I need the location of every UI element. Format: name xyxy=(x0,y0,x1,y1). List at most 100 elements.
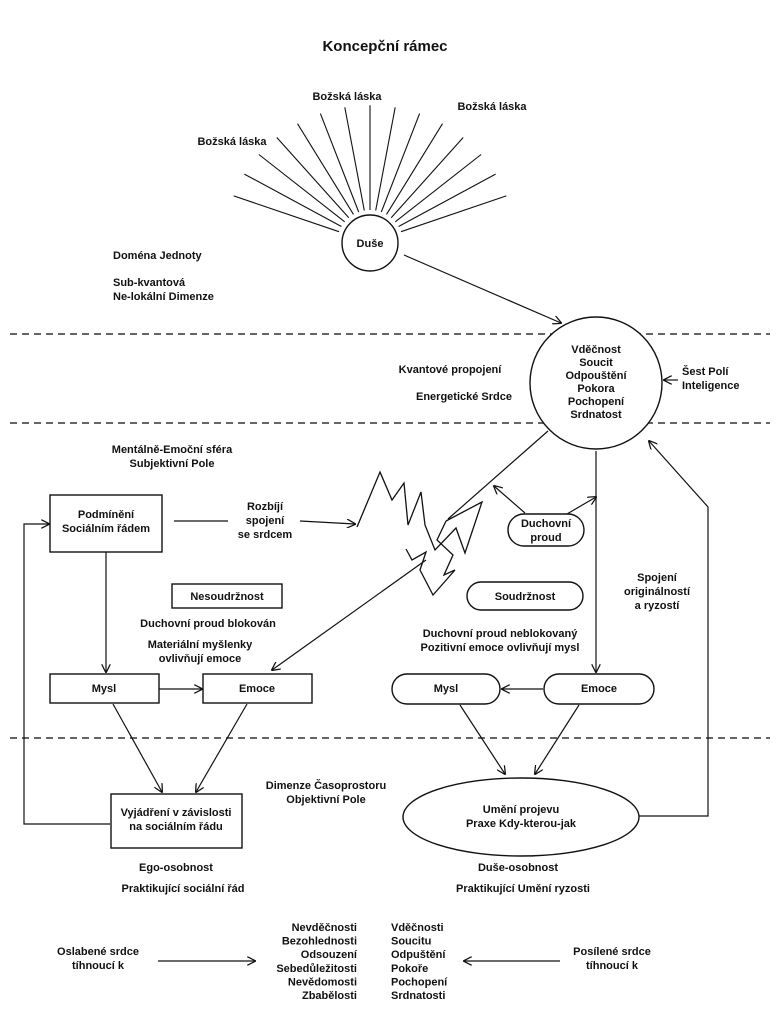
feedback-loop-right xyxy=(639,441,709,817)
weakness-item: Odsouzení xyxy=(301,949,358,961)
objective-field-label: Objektivní Pole xyxy=(286,794,365,806)
spacetime-label: Dimenze Časoprostoru xyxy=(266,779,386,792)
connection-label: spojení xyxy=(246,515,285,527)
mind-box-left xyxy=(49,673,160,704)
virtue-courage: Srdnatost xyxy=(570,409,622,421)
energetic-heart-circle xyxy=(529,316,663,450)
flow-up-left-arrow xyxy=(494,486,526,514)
virtue-gratitude: Vděčnost xyxy=(571,344,621,356)
practicing-art-label: Praktikující Umění ryzosti xyxy=(456,883,590,895)
divine-love-rays xyxy=(233,105,507,233)
expression-box xyxy=(110,793,243,849)
mind-to-expression-arrow xyxy=(112,703,162,792)
mind-pill-right xyxy=(391,673,501,705)
virtue-understanding: Pochopení xyxy=(568,396,625,408)
weakness-item: Nevědomosti xyxy=(288,976,357,988)
divine-love-ray xyxy=(258,154,346,223)
subquantum-label: Sub-kvantová xyxy=(113,277,186,289)
strengthened-tending-label: tíhnoucí k xyxy=(586,960,639,972)
strengthened-heart-label: Posílené srdce xyxy=(573,946,651,958)
divine-love-ray xyxy=(244,173,342,227)
lightning-bolt-bottom xyxy=(405,520,456,597)
intelligence-label: Inteligence xyxy=(682,380,739,392)
social-order-label: Sociálním řádem xyxy=(62,523,150,535)
practice-label: Praxe Kdy-kterou-jak xyxy=(466,818,577,830)
weaknesses-list: NevděčnostiBezohlednostiOdsouzeníSebedůl… xyxy=(276,922,358,1002)
strength-item: Srdnatosti xyxy=(391,990,445,1002)
coherence-pill xyxy=(466,581,584,611)
emotion-label-right: Emoce xyxy=(581,683,617,695)
emotion-to-expression-arrow xyxy=(196,703,248,792)
weakness-item: Sebedůležitosti xyxy=(276,963,357,975)
virtue-compassion: Soucit xyxy=(579,357,613,369)
soul-label: Duše xyxy=(357,238,384,250)
breaks-label: Rozbíjí xyxy=(247,501,284,513)
heart-to-bolt-line xyxy=(447,430,549,520)
strength-item: Odpuštění xyxy=(391,949,446,961)
strength-item: Pokoře xyxy=(391,963,428,975)
strength-item: Pochopení xyxy=(391,976,448,988)
weakened-tending-label: tíhnoucí k xyxy=(72,960,125,972)
divine-love-ray xyxy=(390,137,464,219)
diagram-title: Koncepční rámec xyxy=(322,38,447,55)
soul-circle xyxy=(341,214,399,272)
virtue-forgiveness: Odpouštění xyxy=(565,370,627,382)
positive-emotions-label: Pozitivní emoce ovlivňují mysl xyxy=(421,642,580,654)
divine-love-label-left: Božská láska xyxy=(197,136,267,148)
weakness-item: Nevděčnosti xyxy=(292,922,357,934)
divine-love-ray xyxy=(394,154,482,223)
originality-label: originálností xyxy=(624,586,691,598)
weakness-item: Bezohlednosti xyxy=(282,936,357,948)
divine-love-ray xyxy=(344,107,365,211)
art-label: Umění projevu xyxy=(483,804,559,816)
divine-love-ray xyxy=(398,173,496,227)
conditioned-label: Podmínění xyxy=(78,509,135,521)
quantum-connection-label: Kvantové propojení xyxy=(399,364,503,376)
strength-item: Soucitu xyxy=(391,936,431,948)
coherence-label: Soudržnost xyxy=(495,591,556,603)
weakened-heart-label: Oslabené srdce xyxy=(57,946,139,958)
ego-personality-label: Ego-osobnost xyxy=(139,862,213,874)
divine-love-ray xyxy=(297,123,354,215)
divine-love-label-center: Božská láska xyxy=(312,91,382,103)
soul-personality-label: Duše-osobnost xyxy=(478,862,558,874)
feedback-loop-left xyxy=(23,524,110,825)
blocked-flow-label: Duchovní proud blokován xyxy=(140,618,276,630)
unblocked-flow-label: Duchovní proud neblokovaný xyxy=(423,628,579,640)
purity-label: a ryzostí xyxy=(635,600,681,612)
emotion-pill-right xyxy=(543,673,655,705)
virtue-humility: Pokora xyxy=(577,383,615,395)
material-thoughts-label: Materiální myšlenky xyxy=(148,639,253,651)
divine-love-ray xyxy=(276,137,350,219)
divine-love-ray xyxy=(386,123,443,215)
divine-love-ray xyxy=(233,195,340,233)
expression-label: Vyjádření v závislosti xyxy=(121,807,232,819)
soul-to-heart-arrow xyxy=(403,254,561,323)
incoherence-box xyxy=(171,583,283,609)
energetic-heart-label: Energetické Srdce xyxy=(416,391,512,403)
social-order-dependency-label: na sociálním řádu xyxy=(129,821,223,833)
subjective-field-label: Subjektivní Pole xyxy=(130,458,215,470)
emotion-box-left xyxy=(202,673,313,704)
divine-love-ray xyxy=(380,113,421,213)
divine-love-ray xyxy=(400,195,507,233)
mind-label-right: Mysl xyxy=(434,683,458,695)
flow-up-right-arrow xyxy=(566,497,596,515)
divine-love-ray xyxy=(375,107,396,211)
with-heart-label: se srdcem xyxy=(238,529,293,541)
influence-emotions-label: ovlivňují emoce xyxy=(159,653,242,665)
divine-love-ray xyxy=(319,113,360,213)
spiritual-flow-pill xyxy=(507,513,585,547)
connection-originality-label: Spojení xyxy=(637,572,678,584)
divine-love-label-right: Božská láska xyxy=(457,101,527,113)
spiritual-flow-label-2: proud xyxy=(530,532,561,544)
blocked-to-emotion-arrow xyxy=(272,559,427,670)
art-of-manifestation-ellipse xyxy=(402,777,640,857)
unity-domain-label: Doména Jednoty xyxy=(113,250,203,262)
emotion-label-left: Emoce xyxy=(239,683,275,695)
incoherence-label: Nesoudržnost xyxy=(190,591,264,603)
weakness-item: Zbabělosti xyxy=(302,990,357,1002)
conditioned-box xyxy=(49,494,163,553)
practicing-social-label: Praktikující sociální řád xyxy=(122,883,245,895)
six-fields-label: Šest Polí xyxy=(682,365,729,378)
